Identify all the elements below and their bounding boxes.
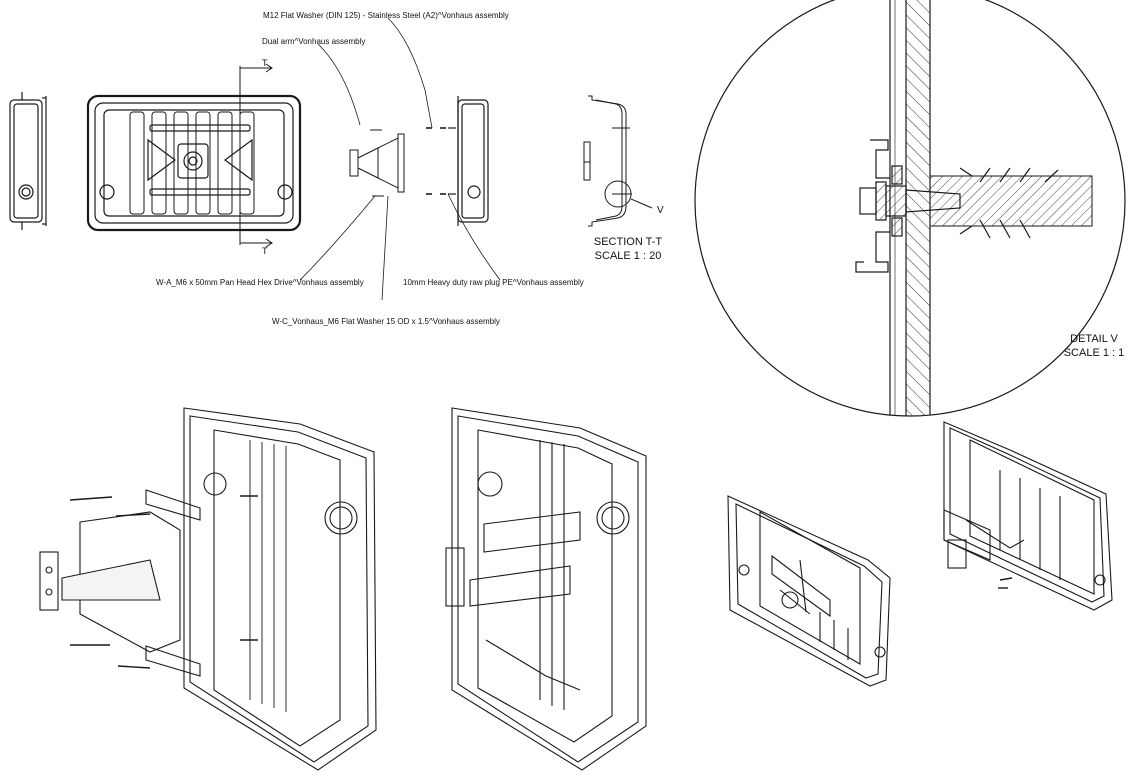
label-m6-screw: W-A_M6 x 50mm Pan Head Hex Drive^Vonhaus… — [156, 278, 364, 287]
isometric-view-assembled — [445, 407, 647, 771]
isometric-view-landscape-exploded — [943, 421, 1113, 611]
front-view-box — [86, 63, 302, 248]
section-scale: SCALE 1 : 20 — [594, 250, 662, 262]
detail-scale: SCALE 1 : 1 — [1063, 347, 1125, 359]
label-wall-plug: 10mm Heavy duty raw plug PE^Vonhaus asse… — [403, 278, 584, 287]
label-dual-arm: Dual arm^Vonhaus assembly — [262, 37, 366, 46]
section-marker-bottom: T — [262, 246, 268, 256]
detail-marker: V — [657, 205, 664, 216]
leader-lines — [299, 17, 501, 301]
isometric-view-landscape — [727, 495, 891, 687]
right-side-view-box — [448, 96, 489, 226]
label-m6-washer: W-C_Vonhaus_M6 Flat Washer 15 OD x 1.5^V… — [272, 317, 500, 326]
exploded-arm — [349, 127, 446, 197]
detail-v-view — [694, 0, 1126, 417]
section-t-t-view — [583, 95, 653, 227]
section-title: SECTION T-T — [593, 236, 663, 248]
isometric-view-exploded — [39, 407, 377, 771]
detail-title: DETAIL V — [1070, 333, 1118, 345]
label-m12-washer: M12 Flat Washer (DIN 125) - Stainless St… — [263, 11, 509, 20]
side-view-box — [9, 92, 47, 230]
section-marker-top: T — [262, 58, 268, 68]
